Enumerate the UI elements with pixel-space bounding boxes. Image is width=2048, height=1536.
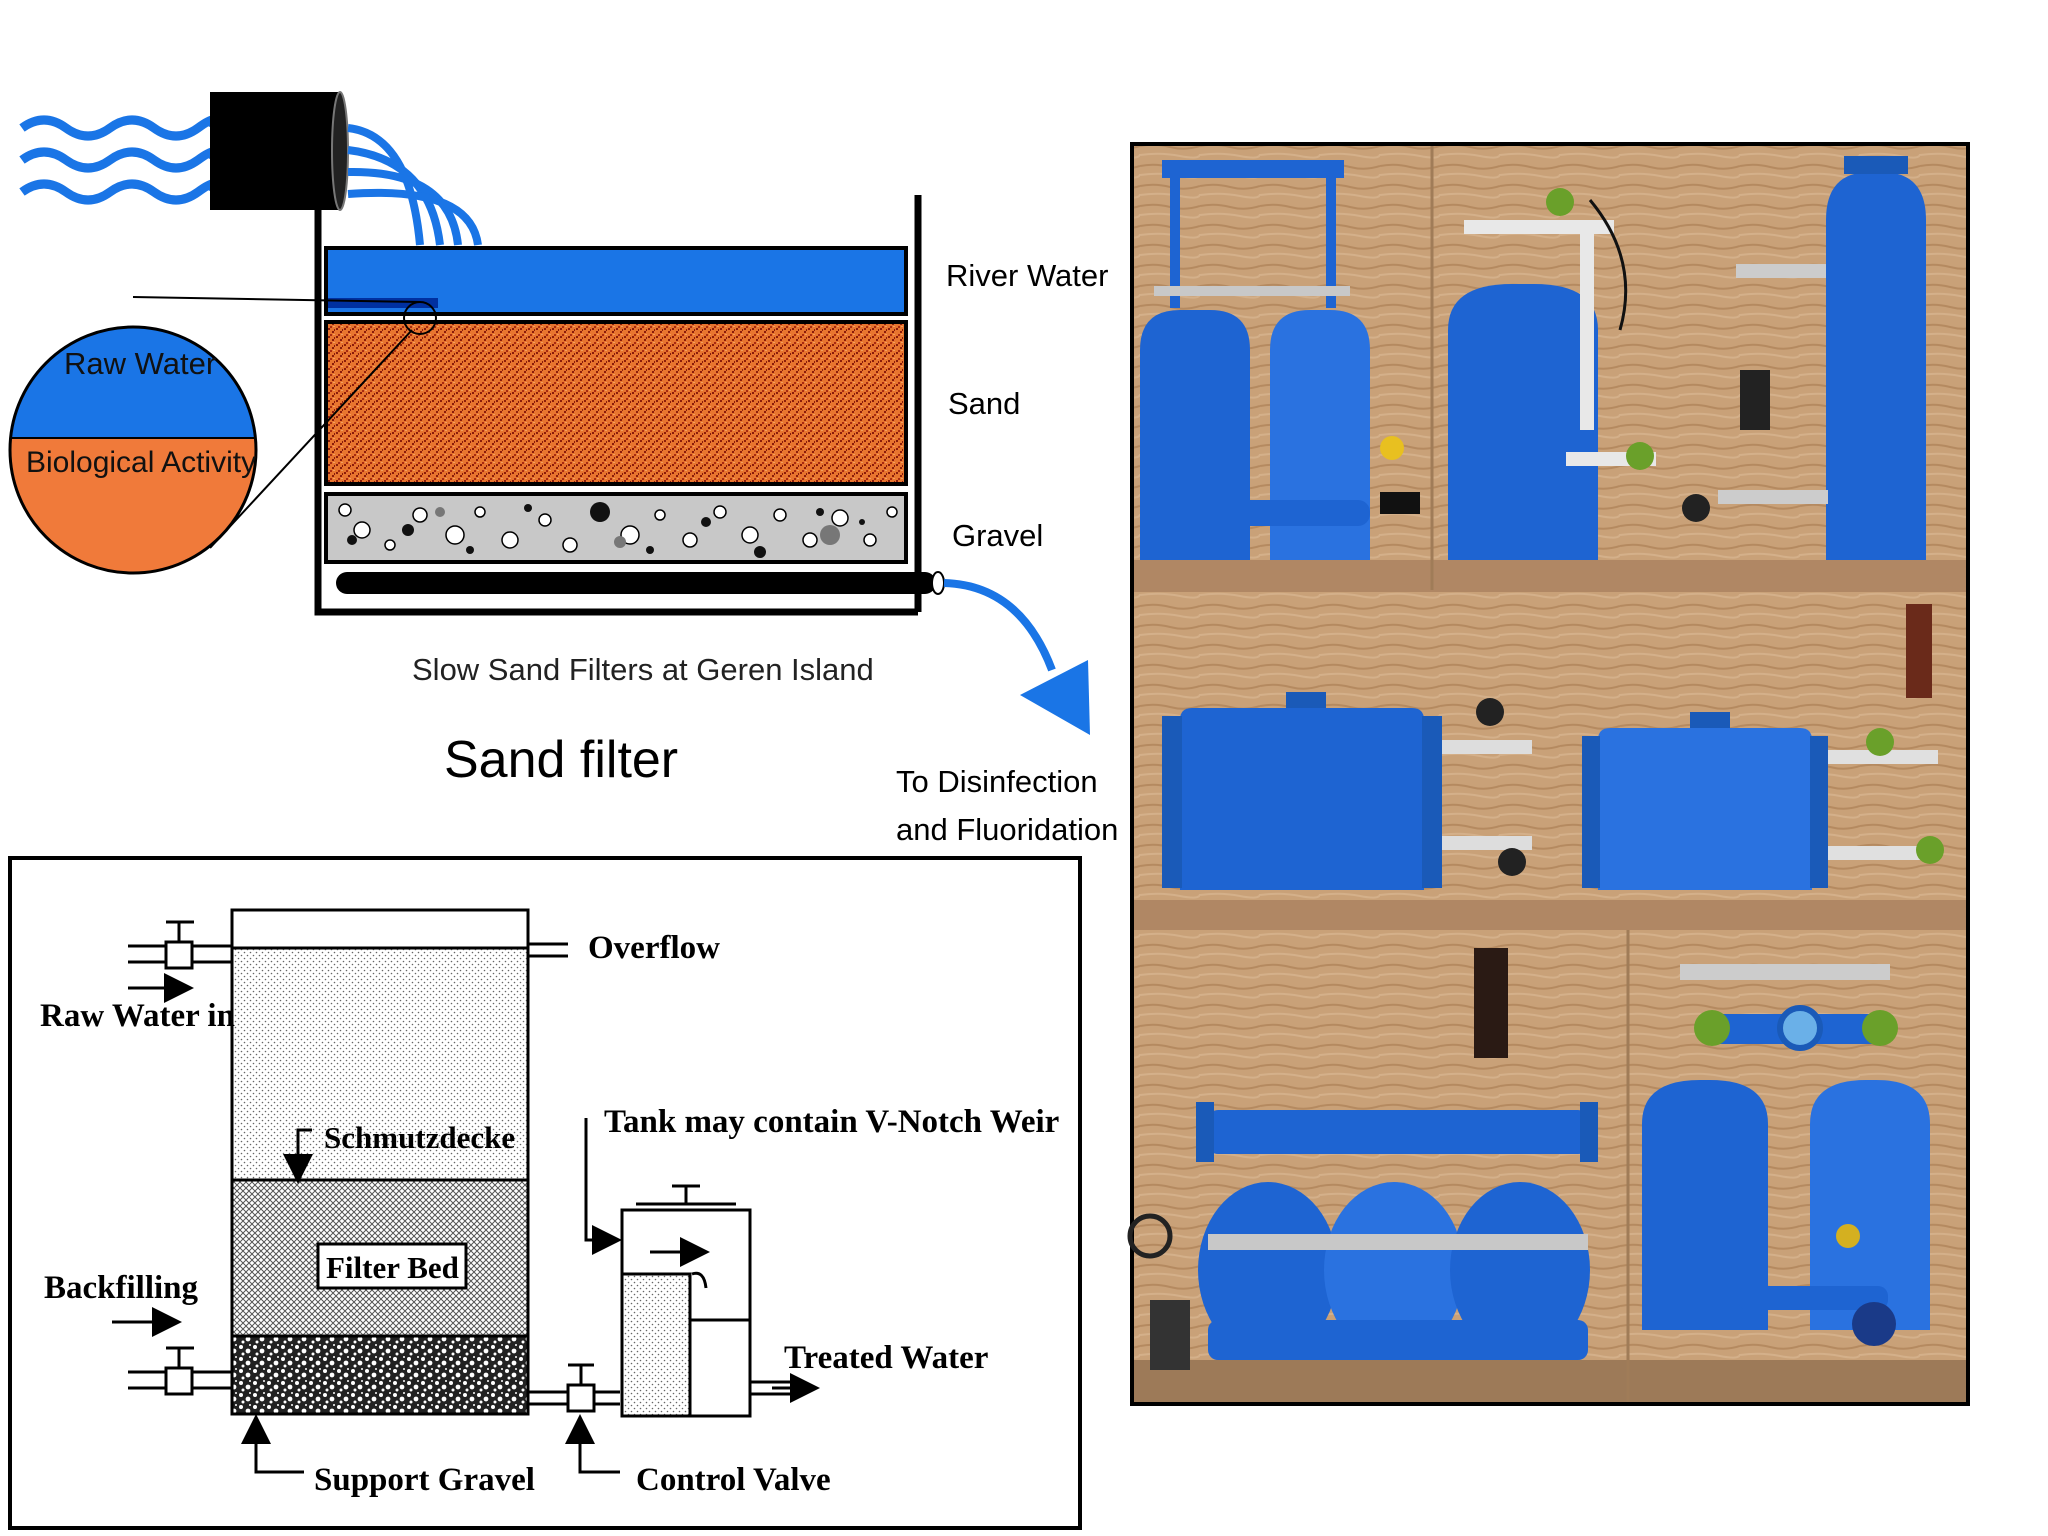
river-water-inset-marker	[328, 298, 438, 308]
label-overflow: Overflow	[588, 930, 720, 966]
label-raw-water-in: Raw Water in	[40, 998, 235, 1034]
outflow-arrowhead	[1020, 660, 1090, 735]
label-support-gravel: Support Gravel	[314, 1462, 535, 1498]
sand-layer	[324, 320, 908, 486]
label-and-fluoridation: and Fluoridation	[896, 812, 1119, 847]
single-tank-unit	[1448, 188, 1656, 560]
outlet-tank	[620, 1184, 752, 1418]
label-biological-activity: Biological Activity	[26, 446, 257, 479]
label-backfilling: Backfilling	[44, 1270, 199, 1306]
gravel-layer	[324, 492, 908, 564]
filter-tank-wall	[314, 195, 922, 616]
label-treated-water: Treated Water	[784, 1340, 989, 1376]
label-raw-water: Raw Water	[64, 346, 217, 381]
label-river-water: River Water	[946, 258, 1109, 293]
sand-filter-photo	[1127, 142, 1970, 1406]
filter-bed-label-box	[316, 1242, 468, 1290]
raw-water-waves	[19, 115, 219, 205]
supernatant-water	[230, 908, 530, 950]
double-vertical-tank-unit	[1642, 964, 1930, 1346]
schematic-frame	[8, 856, 1082, 1530]
label-sand: Sand	[948, 386, 1021, 421]
tall-tank-unit	[1682, 156, 1926, 560]
schematic-diagram	[8, 856, 1082, 1530]
title-sand-filter: Sand filter	[444, 731, 679, 789]
label-to-disinfection: To Disinfection	[896, 764, 1098, 799]
underdrain-pipe	[336, 572, 936, 594]
overflow-pipe	[528, 942, 568, 958]
inflow-stream	[347, 124, 482, 246]
intake-pipe	[210, 91, 349, 211]
label-filter-bed: Filter Bed	[326, 1250, 459, 1285]
control-valve	[528, 1363, 620, 1413]
raw-water-inlet-valve	[128, 920, 232, 970]
horizontal-tank-unit-right	[1582, 604, 1944, 890]
horizontal-tank-unit-left	[1162, 692, 1532, 890]
label-control-valve: Control Valve	[636, 1462, 831, 1498]
support-gravel	[230, 1334, 530, 1416]
backfilling-valve	[128, 1346, 232, 1396]
triple-tank-unit	[1127, 948, 1598, 1370]
label-tank-note: Tank may contain V-Notch Weir	[604, 1104, 1060, 1140]
outflow-arrow	[943, 579, 1056, 672]
treated-water-outlet	[750, 1380, 790, 1396]
caption-geren-island: Slow Sand Filters at Geren Island	[412, 652, 874, 687]
twin-tank-unit	[1140, 160, 1420, 560]
label-gravel: Gravel	[952, 518, 1044, 553]
slow-sand-filter-diagram	[8, 91, 1090, 735]
label-schmutzdecke: Schmutzdecke	[324, 1120, 516, 1155]
